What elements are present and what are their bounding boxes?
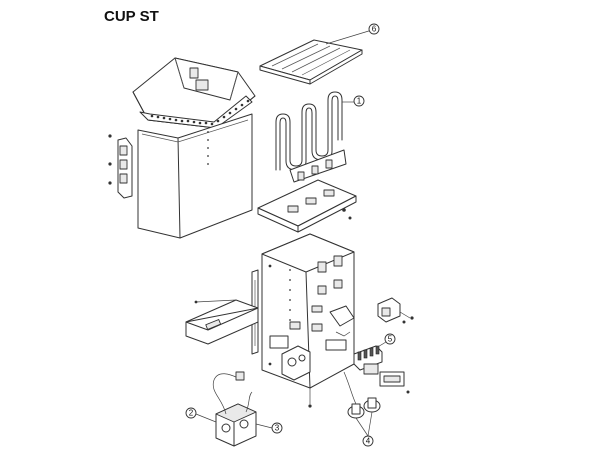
heating-elements bbox=[275, 91, 347, 183]
outer-mantle bbox=[137, 113, 253, 239]
svg-text:1: 1 bbox=[357, 97, 362, 106]
svg-text:4: 4 bbox=[366, 437, 371, 446]
stone-grid bbox=[259, 39, 363, 85]
callout-5: 5 bbox=[384, 333, 396, 345]
svg-text:5: 5 bbox=[388, 335, 393, 344]
svg-text:2: 2 bbox=[189, 409, 194, 418]
callout-3: 3 bbox=[271, 422, 283, 434]
diagram-title: CUP ST bbox=[104, 8, 159, 25]
svg-text:3: 3 bbox=[275, 424, 280, 433]
callout-6: 6 bbox=[368, 23, 380, 35]
left-mounting-bracket bbox=[108, 134, 133, 199]
leader-lines bbox=[195, 29, 387, 437]
element-mounting-plate bbox=[257, 179, 357, 233]
control-knobs bbox=[343, 371, 381, 419]
right-clip bbox=[377, 297, 414, 323]
stone-cover-top bbox=[132, 57, 256, 129]
thermostat bbox=[212, 371, 257, 447]
terminal-block bbox=[353, 320, 410, 394]
svg-text:6: 6 bbox=[372, 25, 377, 34]
switch-unit bbox=[281, 345, 311, 381]
wall-bracket bbox=[185, 299, 259, 345]
callout-2: 2 bbox=[185, 407, 197, 419]
cable-channel bbox=[329, 305, 355, 337]
callout-4: 4 bbox=[362, 435, 374, 447]
callout-1: 1 bbox=[353, 95, 365, 107]
